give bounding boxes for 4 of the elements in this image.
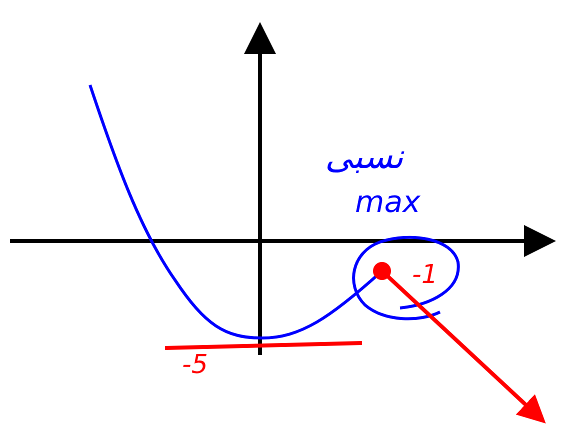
value-label: -1 xyxy=(412,262,438,288)
value-label: -5 xyxy=(182,352,208,378)
annotation-text: نسبی xyxy=(325,140,404,174)
annotation-text: max xyxy=(355,188,420,218)
